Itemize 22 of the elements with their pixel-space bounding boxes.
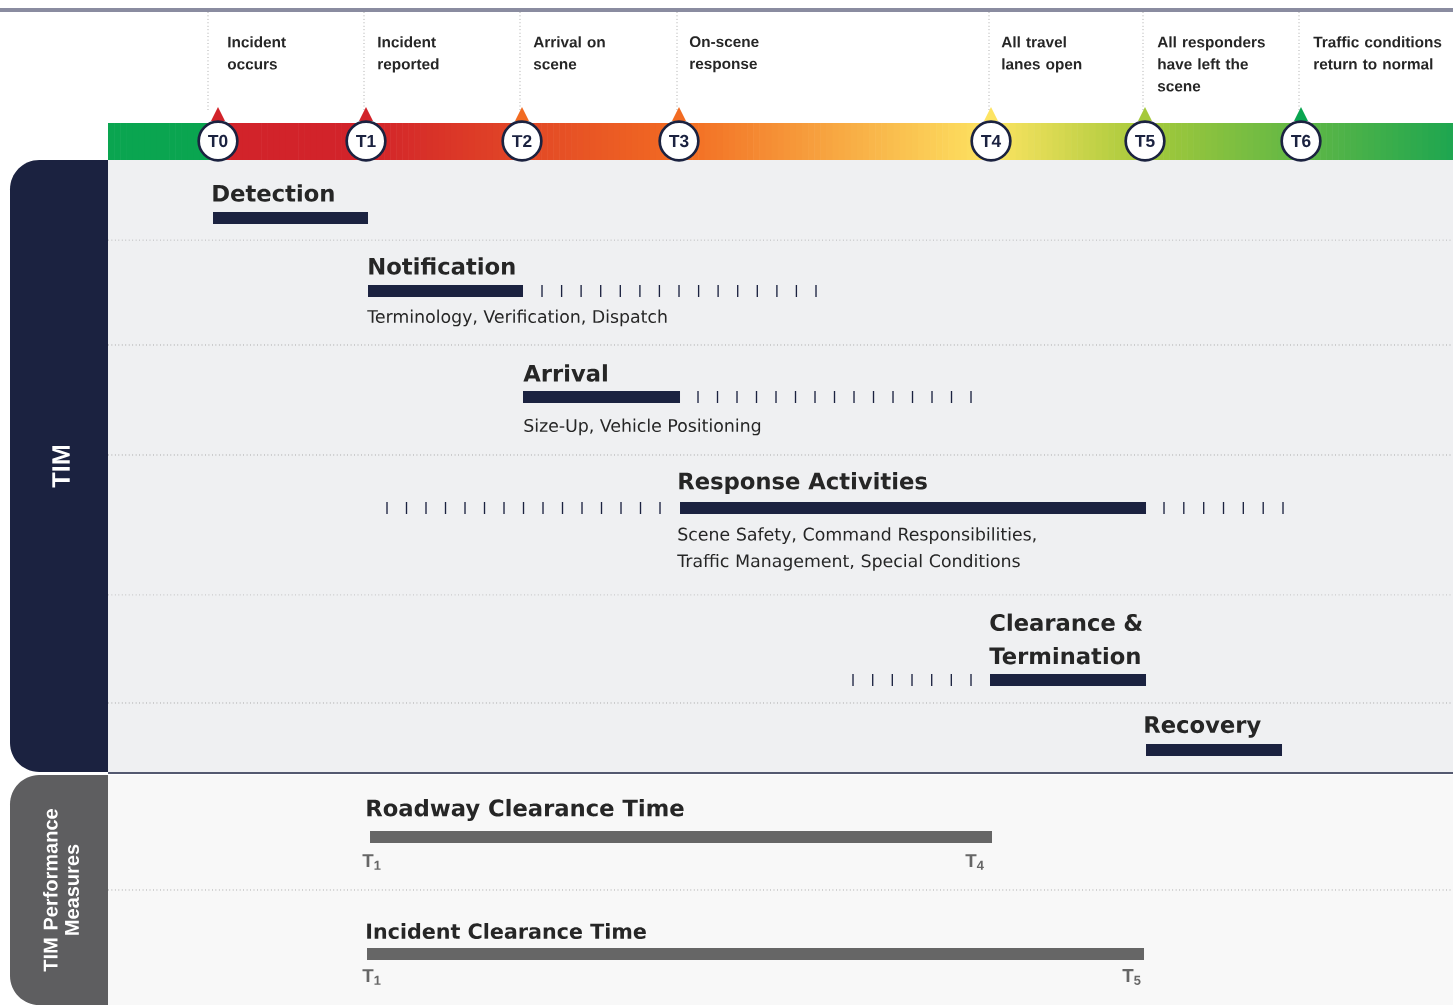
time-label: T$_{1}$	[362, 969, 381, 985]
phase-heading: Detection	[213, 184, 334, 202]
phase-heading: Response Activities	[679, 472, 927, 494]
milestone-label: Arrival on scene	[533, 36, 605, 70]
phase-description: Scene Safety, Command Responsibilities, Traffic Management, Special Conditions	[677, 527, 1036, 571]
time-label: T$_{4}$	[965, 854, 984, 870]
milestone-label: All responders have left the scene	[1157, 36, 1265, 92]
measure-heading: Roadway Clearance Time	[367, 798, 684, 822]
phase-description: Terminology, Verification, Dispatch	[367, 309, 667, 327]
phase-heading: Notification	[369, 257, 515, 275]
time-label: T$_{1}$	[362, 854, 381, 870]
phase-heading: Recovery	[1145, 716, 1261, 738]
milestone-label: Incident occurs	[227, 36, 286, 70]
milestone-label: All travel lanes open	[1001, 36, 1082, 73]
phase-heading: Clearance & Termination	[989, 613, 1143, 665]
time-label: T$_{5}$	[1122, 969, 1141, 985]
phase-description: Size-Up, Vehicle Positioning	[524, 418, 761, 436]
phase-heading: Arrival	[523, 364, 607, 382]
milestone-label: On-scene response	[689, 36, 759, 73]
measure-heading: Incident Clearance Time	[367, 923, 646, 939]
milestone-label: Traffic conditions return to normal	[1313, 36, 1442, 70]
milestone-label: Incident reported	[378, 36, 439, 73]
